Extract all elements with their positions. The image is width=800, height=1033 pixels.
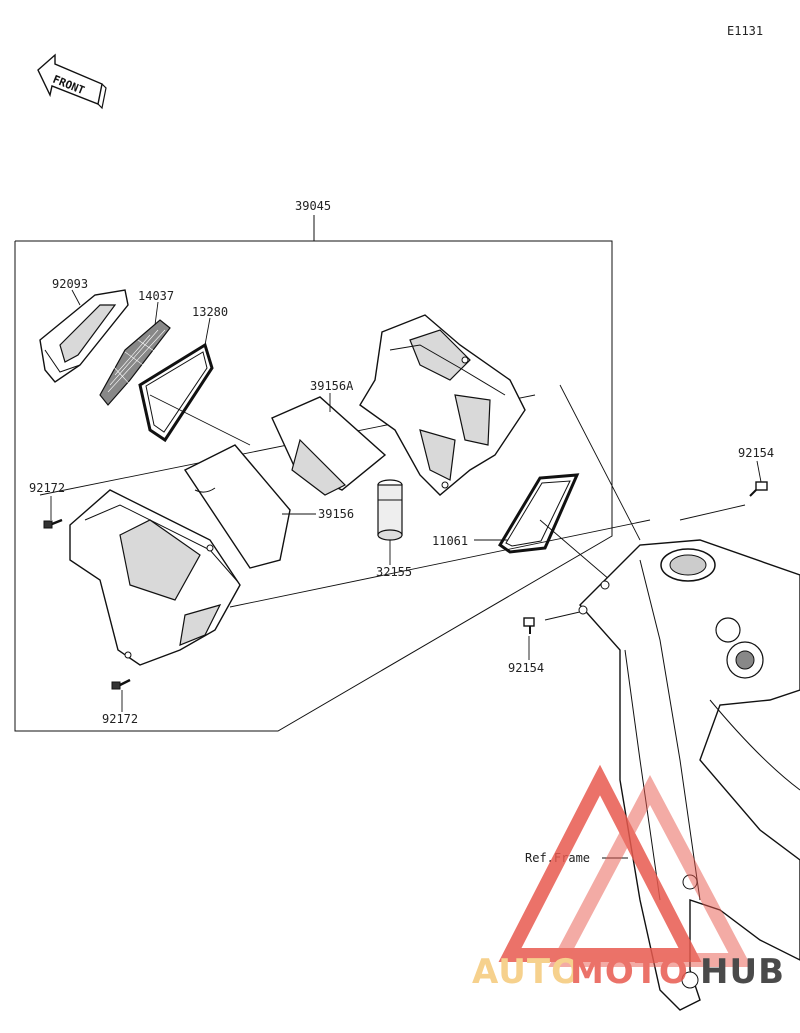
part-lower-airbox — [69, 489, 241, 666]
watermark-hub: HUB — [700, 952, 785, 992]
label-11061: 11061 — [432, 534, 468, 548]
assembly-label: 39045 — [295, 199, 331, 213]
label-92172-top: 92172 — [29, 481, 65, 495]
leader-lines — [50, 289, 762, 859]
label-14037: 14037 — [138, 289, 174, 303]
bolt-92154-right-icon — [749, 481, 768, 497]
label-92154-right: 92154 — [738, 446, 774, 460]
part-32155-cylinder — [377, 479, 403, 541]
part-13280-gasket — [138, 342, 214, 443]
label-39156A: 39156A — [310, 379, 354, 393]
bolt-92172-top-icon — [43, 518, 63, 529]
label-39156: 39156 — [318, 507, 354, 521]
front-arrow-icon: FRONT — [37, 53, 107, 110]
frame-reference — [578, 539, 800, 1011]
watermark-moto: MOTO — [570, 952, 689, 992]
watermark-logo: AUTO MOTO HUB — [472, 764, 785, 992]
part-upper-airbox — [359, 314, 526, 496]
label-92172-bottom: 92172 — [102, 712, 138, 726]
part-92093-duct-trim — [39, 289, 129, 383]
part-39156-plate — [183, 444, 291, 569]
label-92154-mid: 92154 — [508, 661, 544, 675]
label-32155: 32155 — [376, 565, 412, 579]
watermark-auto: AUTO — [472, 952, 581, 992]
bolt-92154-mid-icon — [523, 617, 535, 634]
assembly-boundary — [14, 240, 613, 732]
part-39156A-plate — [271, 396, 387, 496]
bolt-92172-bottom-icon — [111, 678, 131, 690]
part-11061-gasket — [497, 473, 580, 554]
label-13280: 13280 — [192, 305, 228, 319]
label-92093: 92093 — [52, 277, 88, 291]
diagram-code: E1131 — [727, 24, 763, 38]
part-14037-mesh — [99, 319, 171, 406]
